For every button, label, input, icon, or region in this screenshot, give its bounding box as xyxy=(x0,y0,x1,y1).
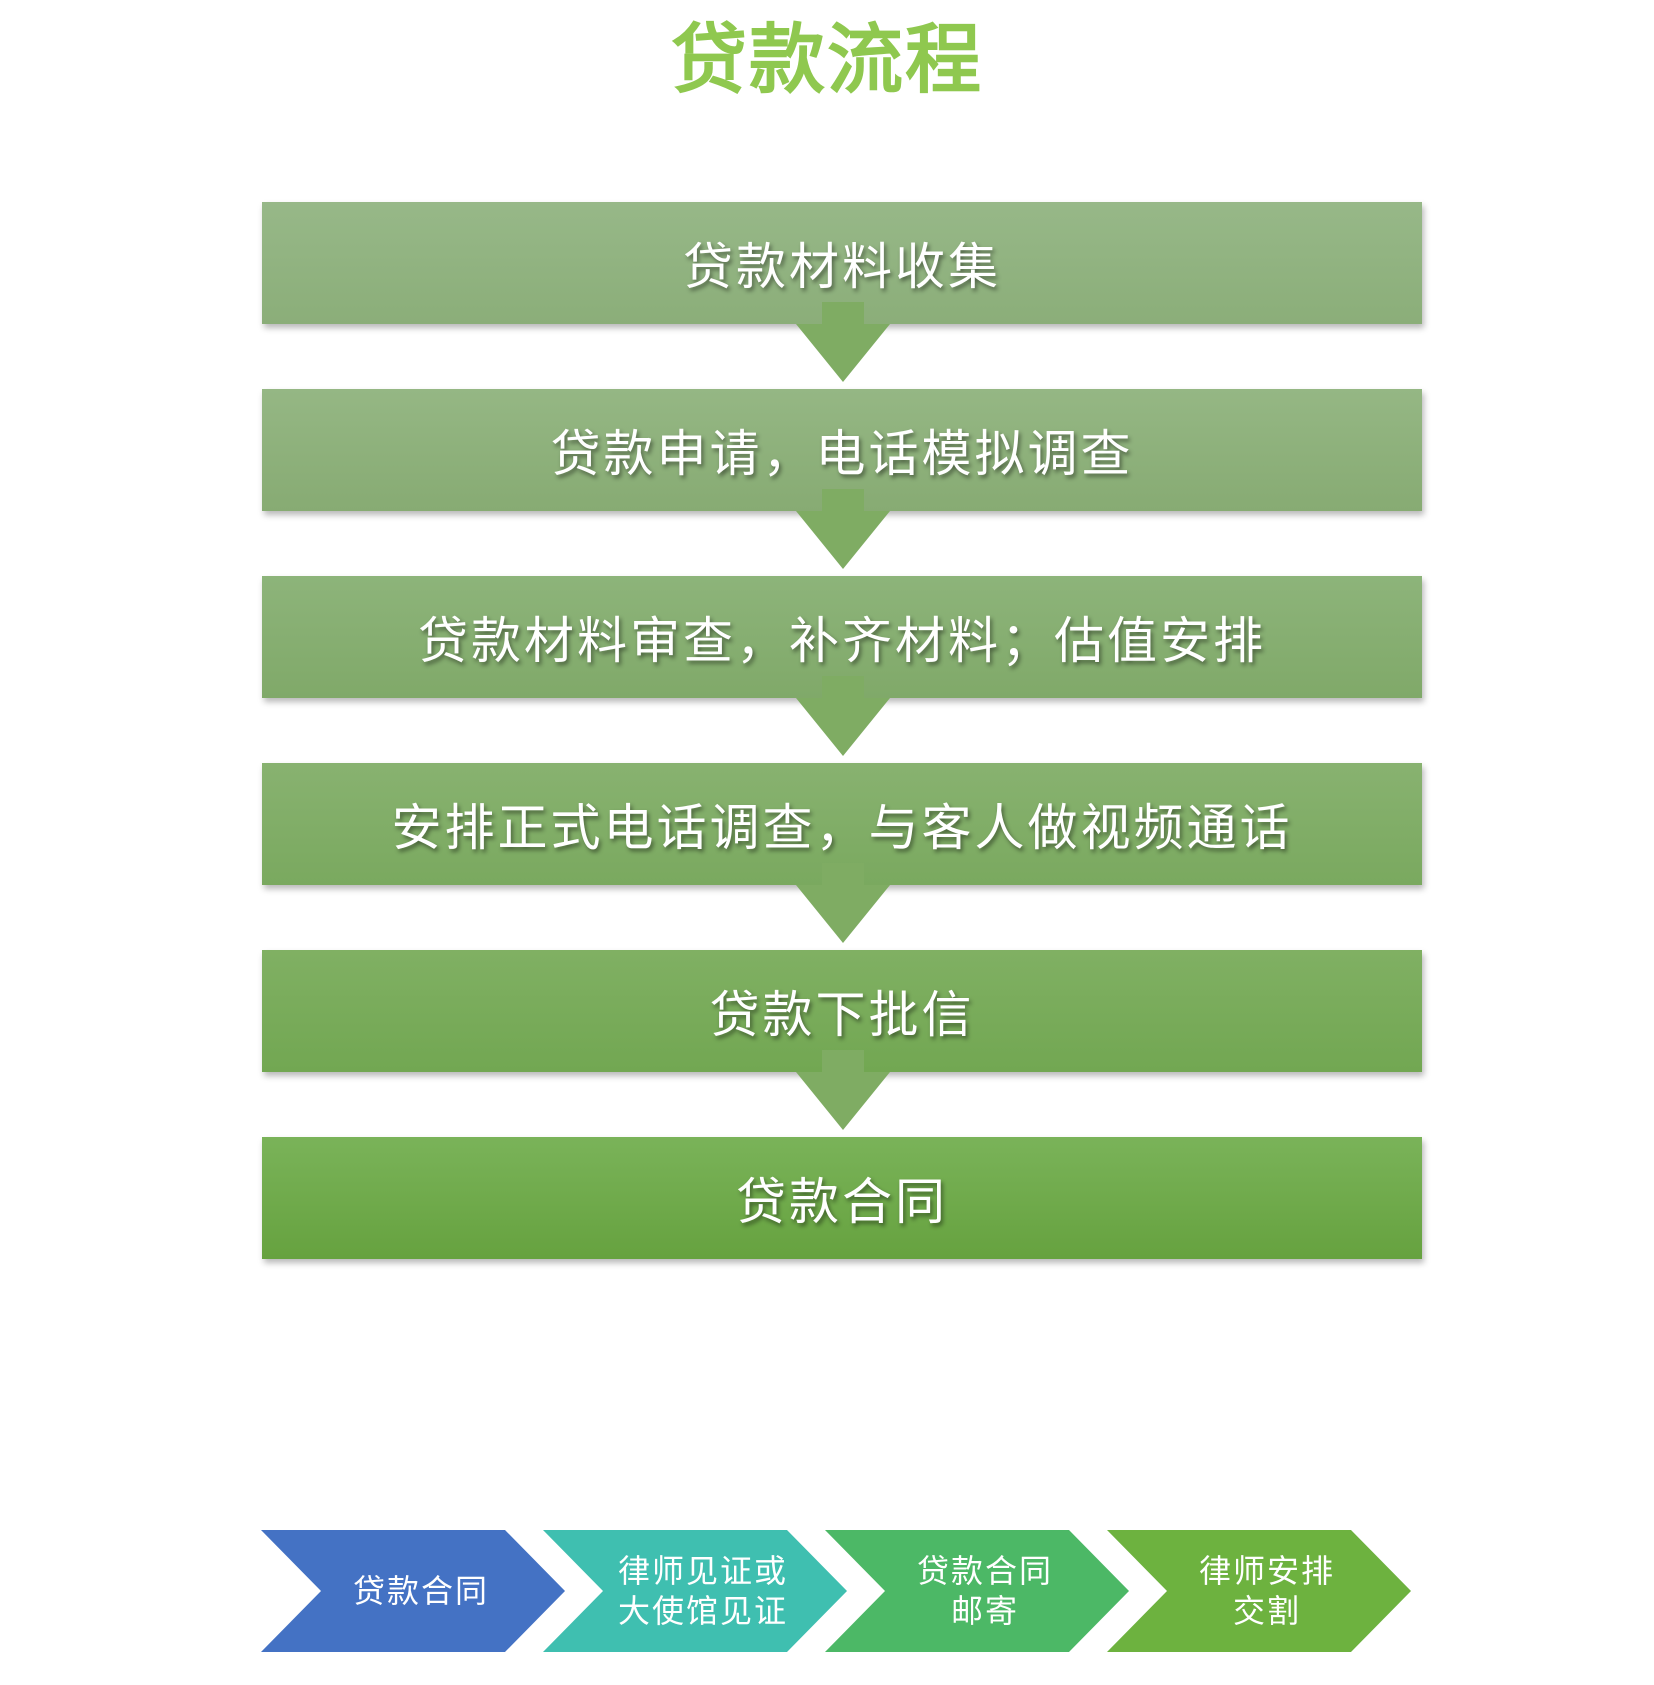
chevron-step-4: 律师安排 交割 xyxy=(1107,1530,1411,1652)
down-arrow-icon xyxy=(796,489,890,569)
chevron-label: 律师安排 交割 xyxy=(1167,1530,1367,1652)
down-arrow-icon xyxy=(796,1050,890,1130)
chevron-label-line: 贷款合同 xyxy=(916,1552,1053,1590)
down-arrow-icon xyxy=(796,863,890,943)
chevron-step-3: 贷款合同 邮寄 xyxy=(825,1530,1129,1652)
chevron-label: 律师见证或 大使馆见证 xyxy=(603,1530,803,1652)
chevron-arrow-icon xyxy=(1107,1530,1411,1652)
chevron-label-line: 贷款合同 xyxy=(352,1572,489,1610)
chevron-label-line: 邮寄 xyxy=(950,1592,1019,1630)
chevron-arrow-icon xyxy=(825,1530,1129,1652)
flow-step-label: 贷款合同 xyxy=(736,1173,948,1231)
chevron-arrow-icon xyxy=(543,1530,847,1652)
chevron-step-1: 贷款合同 xyxy=(261,1530,565,1652)
page-title: 贷款流程 xyxy=(671,15,983,104)
flow-step-label: 贷款下批信 xyxy=(709,986,975,1044)
flow-step-label: 贷款申请，电话模拟调查 xyxy=(550,425,1134,483)
chevron-step-2: 律师见证或 大使馆见证 xyxy=(543,1530,847,1652)
chevron-label-line: 律师见证或 xyxy=(617,1552,788,1590)
chevron-label: 贷款合同 邮寄 xyxy=(885,1530,1085,1652)
chevron-arrow-icon xyxy=(261,1530,565,1652)
chevron-shape xyxy=(261,1530,565,1652)
chevron-shape xyxy=(543,1530,847,1652)
flow-step-label: 贷款材料审查，补齐材料；估值安排 xyxy=(418,612,1266,670)
flow-step-label: 安排正式电话调查，与客人做视频通话 xyxy=(391,799,1293,857)
down-arrow-icon xyxy=(796,676,890,756)
chevron-label-line: 律师安排 xyxy=(1198,1552,1335,1590)
down-arrow-icon xyxy=(796,302,890,382)
chevron-label: 贷款合同 xyxy=(321,1530,521,1652)
flow-step-label: 贷款材料收集 xyxy=(683,238,1001,296)
chevron-label-line: 交割 xyxy=(1232,1592,1301,1630)
flow-step-6: 贷款合同 xyxy=(262,1137,1422,1259)
chevron-shape xyxy=(825,1530,1129,1652)
chevron-label-line: 大使馆见证 xyxy=(617,1592,788,1630)
chevron-shape xyxy=(1107,1530,1411,1652)
